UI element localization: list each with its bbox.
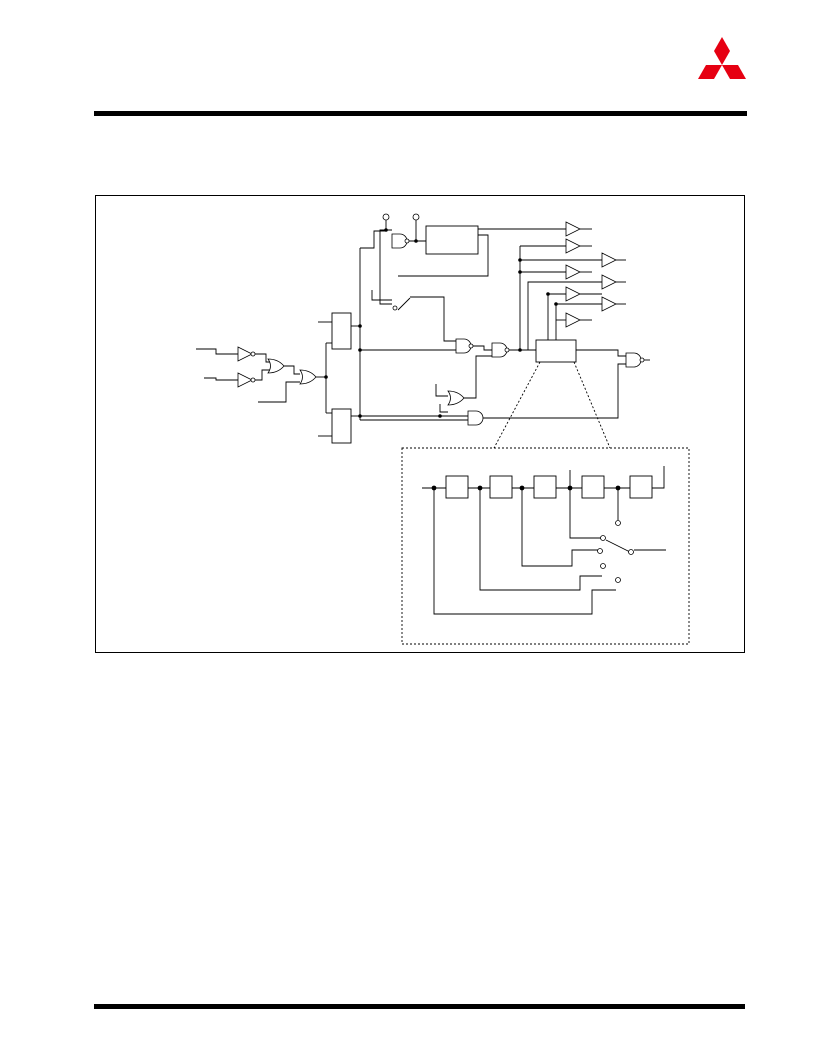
register-stage-2 (489, 475, 513, 499)
detail-view-frame (401, 447, 690, 645)
junctions (324, 228, 621, 491)
logo-diamond-left (698, 65, 722, 79)
output-buffer-4 (565, 286, 581, 302)
terminal-top-1 (382, 213, 390, 221)
or-gate-1 (267, 358, 285, 374)
tap-terminal-detail (615, 520, 621, 526)
switch-pivot-detail (628, 549, 634, 555)
logo-diamond-top (714, 37, 730, 65)
wiring (196, 219, 666, 615)
blocks (331, 225, 653, 499)
register-stage-3 (533, 475, 557, 499)
logo-diamond-right (722, 65, 746, 79)
switch-contact-detail-2 (597, 548, 603, 554)
terminal-top-2 (412, 213, 420, 221)
output-buffer-3 (565, 264, 581, 280)
three-diamond-logo-icon (698, 37, 746, 79)
output-buffer-1 (565, 221, 581, 237)
gates (237, 221, 645, 426)
register-stage-1 (445, 475, 469, 499)
output-buffer-7 (601, 274, 617, 290)
and-gate-lower (467, 410, 484, 426)
detail-view (401, 447, 690, 645)
output-buffer-2 (565, 238, 581, 254)
terminals (382, 213, 634, 583)
switch-contact-top (392, 305, 398, 311)
switch-contact-detail-1 (600, 535, 606, 541)
function-block-top (425, 225, 479, 255)
or-gate-2 (299, 369, 317, 385)
register-stage-5 (629, 475, 653, 499)
switch-contact-detail-4 (615, 577, 621, 583)
register-stage-4 (581, 475, 605, 499)
output-buffer-8 (601, 296, 617, 312)
footer-rule (94, 1004, 745, 1009)
switch-contact-detail-3 (600, 563, 606, 569)
output-buffer-5 (565, 312, 581, 328)
or-gate-3 (447, 390, 465, 406)
function-block-center (535, 339, 577, 363)
nand-gate-out (625, 352, 642, 368)
logic-block-lower (331, 408, 352, 444)
header-rule (94, 111, 747, 116)
figure-frame (95, 195, 745, 653)
logic-block-upper (331, 312, 352, 350)
output-buffer-6 (601, 252, 617, 268)
